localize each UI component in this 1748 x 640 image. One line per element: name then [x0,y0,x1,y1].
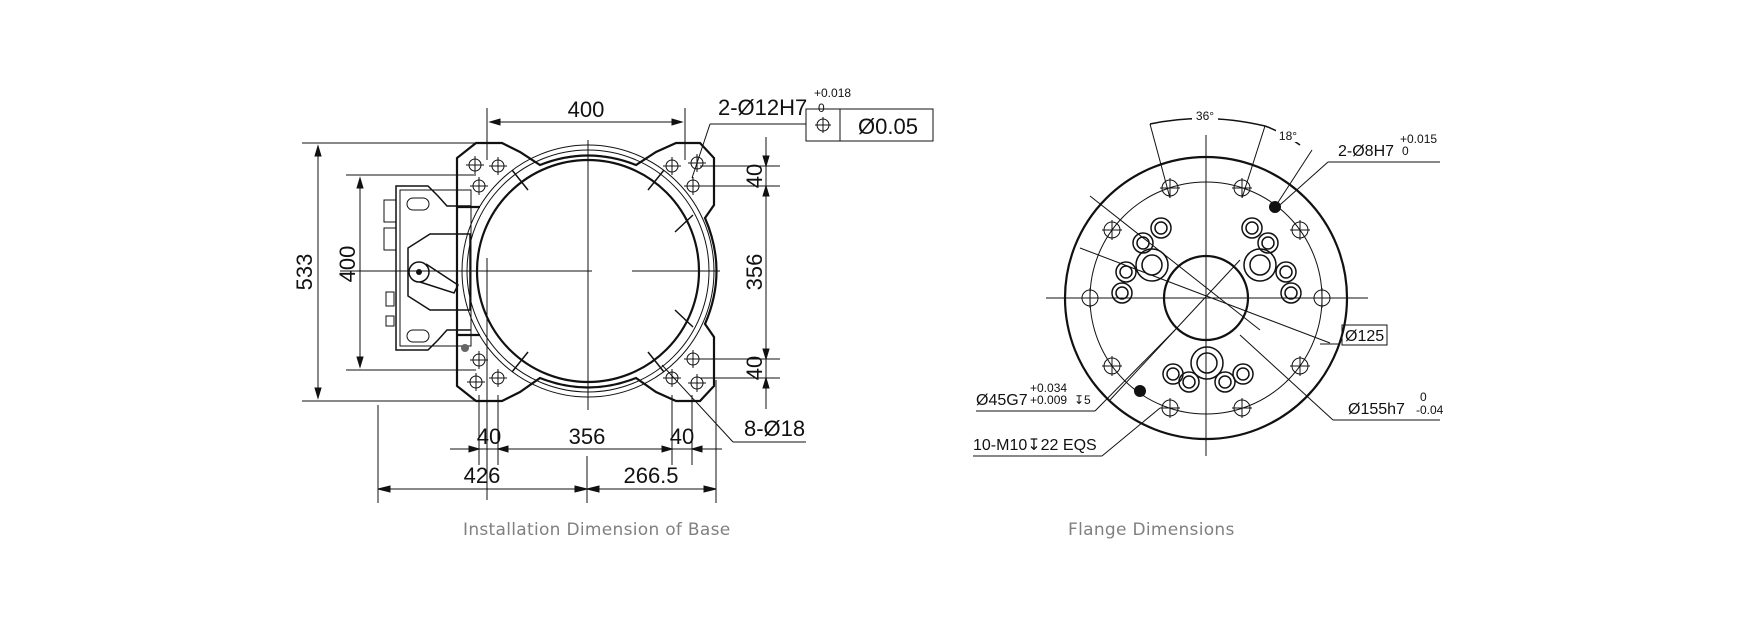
dim-right-top-offset: 40 [742,164,767,188]
outer-tol-upper: 0 [1420,390,1427,404]
angle-small: 18° [1279,129,1297,143]
dim-right-span: 356 [742,254,767,291]
bore-tol-lower: +0.009 [1030,393,1067,407]
counterbore-clusters [1111,217,1302,393]
flange-drawing: 36° 18° 2-Ø8H7 +0.015 0 Ø125 Ø155h7 0 -0… [973,108,1444,457]
outer-tol-lower: -0.04 [1416,403,1444,417]
flange-pin-tol-lower: 0 [1402,144,1409,158]
bolt-circle-dia: Ø125 [1345,328,1384,345]
callout-mount-holes: 8-Ø18 [744,416,805,441]
dim-inner-height: 400 [335,246,360,283]
dim-bottom-left-total: 426 [464,463,501,488]
dim-right-bottom-offset: 40 [742,356,767,380]
flange-pin-tol-upper: +0.015 [1400,132,1437,146]
dim-overall-height: 533 [292,254,317,291]
thread-callout: 10-M10↧22 EQS [973,437,1097,454]
flange-pin-holes: 2-Ø8H7 [1338,143,1394,160]
dim-bottom-right-total: 266.5 [623,463,678,488]
bore-dia: Ø45G7 [976,392,1028,409]
bore-depth: ↧5 [1074,393,1091,407]
dim-bottom-right-offset: 40 [670,424,694,449]
position-tolerance: Ø0.05 [858,114,918,139]
dim-top-400 [486,108,686,160]
pin-tol-lower: 0 [818,101,825,115]
pin-tol-upper: +0.018 [814,86,851,100]
base-drawing: 400 533 400 40 356 40 [292,86,934,503]
base-caption: Installation Dimension of Base [463,520,731,540]
bore-tol-upper: +0.034 [1030,381,1067,395]
dim-bottom-span: 356 [569,424,606,449]
angle-large: 36° [1196,109,1214,123]
flange-caption: Flange Dimensions [1068,520,1235,540]
dim-bottom-left-offset: 40 [477,424,501,449]
mount-hole-icons [466,154,706,392]
flange-outer-dia: Ø155h7 [1348,401,1405,418]
callout-pin-holes: 2-Ø12H7 [718,95,807,120]
bolt-hole-icons [1080,178,1332,418]
dim-top-width: 400 [568,97,605,122]
